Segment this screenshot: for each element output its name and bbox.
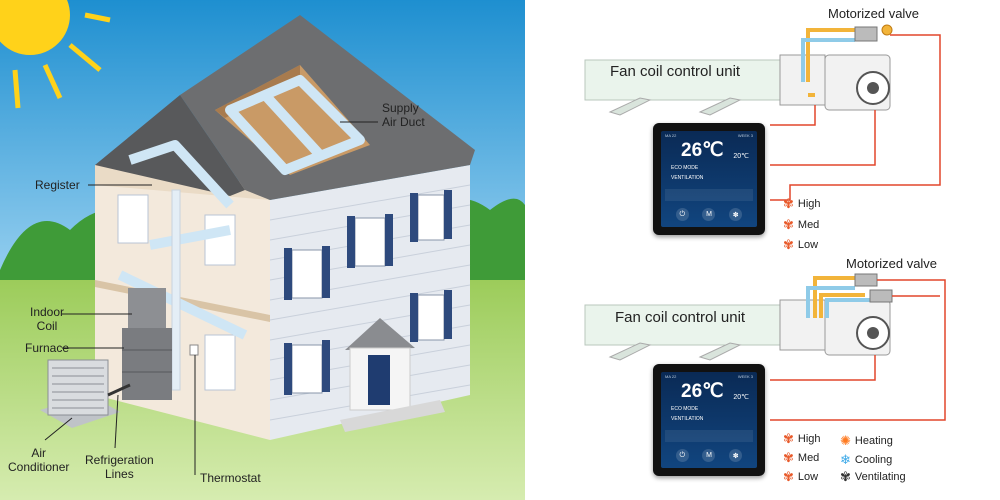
label-supply-air-duct: Supply Air Duct — [382, 101, 425, 129]
house-drawing — [0, 0, 525, 500]
bottom-fan-icon[interactable]: ✽ — [729, 449, 743, 462]
legend-ventilating: ✾Ventilating — [840, 469, 906, 484]
bottom-thermostat-mode-eco: ECO MODE — [671, 406, 699, 412]
heating-icon: ✺ — [840, 433, 851, 448]
bottom-mode-icon[interactable]: M — [702, 449, 716, 462]
label-thermostat: Thermostat — [200, 471, 261, 485]
thermostat-device — [189, 344, 199, 356]
bottom-motorized-valve-2 — [869, 289, 893, 303]
bottom-motorized-valve-1 — [854, 273, 878, 287]
ac-outdoor-unit — [40, 359, 131, 428]
top-fan-icon[interactable]: ✽ — [729, 208, 743, 221]
fan-coil-wiring — [584, 24, 946, 421]
label-refrigeration-lines: Refrigeration Lines — [85, 453, 154, 481]
bottom-thermostat-set-temp: 20℃ — [733, 394, 749, 401]
top-power-icon[interactable]: ⏻ — [675, 208, 689, 221]
fan-low-icon: ✾ — [783, 469, 794, 484]
top-thermostat-fan-row — [665, 189, 753, 201]
top-thermostat-week: WEEK 3 — [737, 133, 753, 138]
ventilating-icon: ✾ — [840, 469, 851, 484]
top-legend-med: ✾Med — [783, 217, 820, 232]
bottom-legend-low: ✾Low — [783, 469, 819, 484]
bottom-legend-high: ✾High — [783, 431, 821, 446]
fan-coil-diagrams: Motorized valve Fan coil control unit MA… — [525, 0, 1000, 500]
label-register: Register — [35, 178, 80, 192]
fan-high-icon: ✾ — [783, 431, 794, 446]
bottom-thermostat-mode-vent: VENTILATION — [671, 416, 704, 422]
bottom-thermostat-screen: MA 22 WEEK 3 26℃ 20℃ ECO MODE VENTILATIO… — [661, 372, 757, 468]
label-indoor-coil: Indoor Coil — [30, 305, 65, 333]
fan-high-icon: ✾ — [783, 196, 794, 211]
top-thermostat-mode-eco: ECO MODE — [671, 165, 699, 171]
furnace-unit — [122, 288, 172, 400]
fan-low-icon: ✾ — [783, 237, 794, 252]
top-fan-coil-unit-label: Fan coil control unit — [610, 63, 741, 80]
top-fan-coil-unit — [584, 54, 891, 116]
top-mode-icon[interactable]: M — [702, 208, 716, 221]
legend-heating: ✺Heating — [840, 433, 893, 448]
bottom-thermostat-temp: 26℃ — [681, 381, 724, 402]
front-porch — [340, 318, 445, 432]
house-illustration: Supply Air Duct Register Indoor Coil Fur… — [0, 0, 525, 500]
bottom-thermostat-week: WEEK 3 — [737, 374, 753, 379]
top-legend-low: ✾Low — [783, 237, 819, 252]
label-air-conditioner: Air Conditioner — [8, 446, 70, 474]
top-thermostat-panel[interactable]: MA 22 WEEK 3 26℃ 20℃ ECO MODE VENTILATIO… — [653, 123, 765, 235]
fan-med-icon: ✾ — [783, 450, 794, 465]
bottom-legend-med: ✾Med — [783, 450, 820, 465]
top-thermostat-mode-vent: VENTILATION — [671, 175, 704, 181]
bottom-motorized-valve-label: Motorized valve — [846, 256, 938, 271]
top-thermostat-temp: 26℃ — [681, 140, 724, 161]
bottom-fan-coil-unit-label: Fan coil control unit — [615, 309, 746, 326]
label-furnace: Furnace — [25, 341, 70, 355]
front-windows — [284, 190, 452, 395]
top-motorized-valve-label: Motorized valve — [828, 6, 920, 21]
supply-duct — [117, 75, 365, 340]
legend-cooling: ❄Cooling — [840, 452, 893, 467]
sun — [0, 0, 111, 109]
top-thermostat-date: MA 22 — [665, 133, 677, 138]
top-legend-high: ✾High — [783, 196, 821, 211]
bottom-fan-coil-unit — [584, 299, 891, 361]
cooling-icon: ❄ — [840, 452, 851, 467]
bottom-thermostat-fan-row — [665, 430, 753, 442]
top-thermostat-screen: MA 22 WEEK 3 26℃ 20℃ ECO MODE VENTILATIO… — [661, 131, 757, 227]
top-motorized-valve — [854, 26, 878, 42]
fan-med-icon: ✾ — [783, 217, 794, 232]
bottom-thermostat-date: MA 22 — [665, 374, 677, 379]
bottom-power-icon[interactable]: ⏻ — [675, 449, 689, 462]
top-thermostat-set-temp: 20℃ — [733, 153, 749, 160]
bottom-thermostat-panel[interactable]: MA 22 WEEK 3 26℃ 20℃ ECO MODE VENTILATIO… — [653, 364, 765, 476]
